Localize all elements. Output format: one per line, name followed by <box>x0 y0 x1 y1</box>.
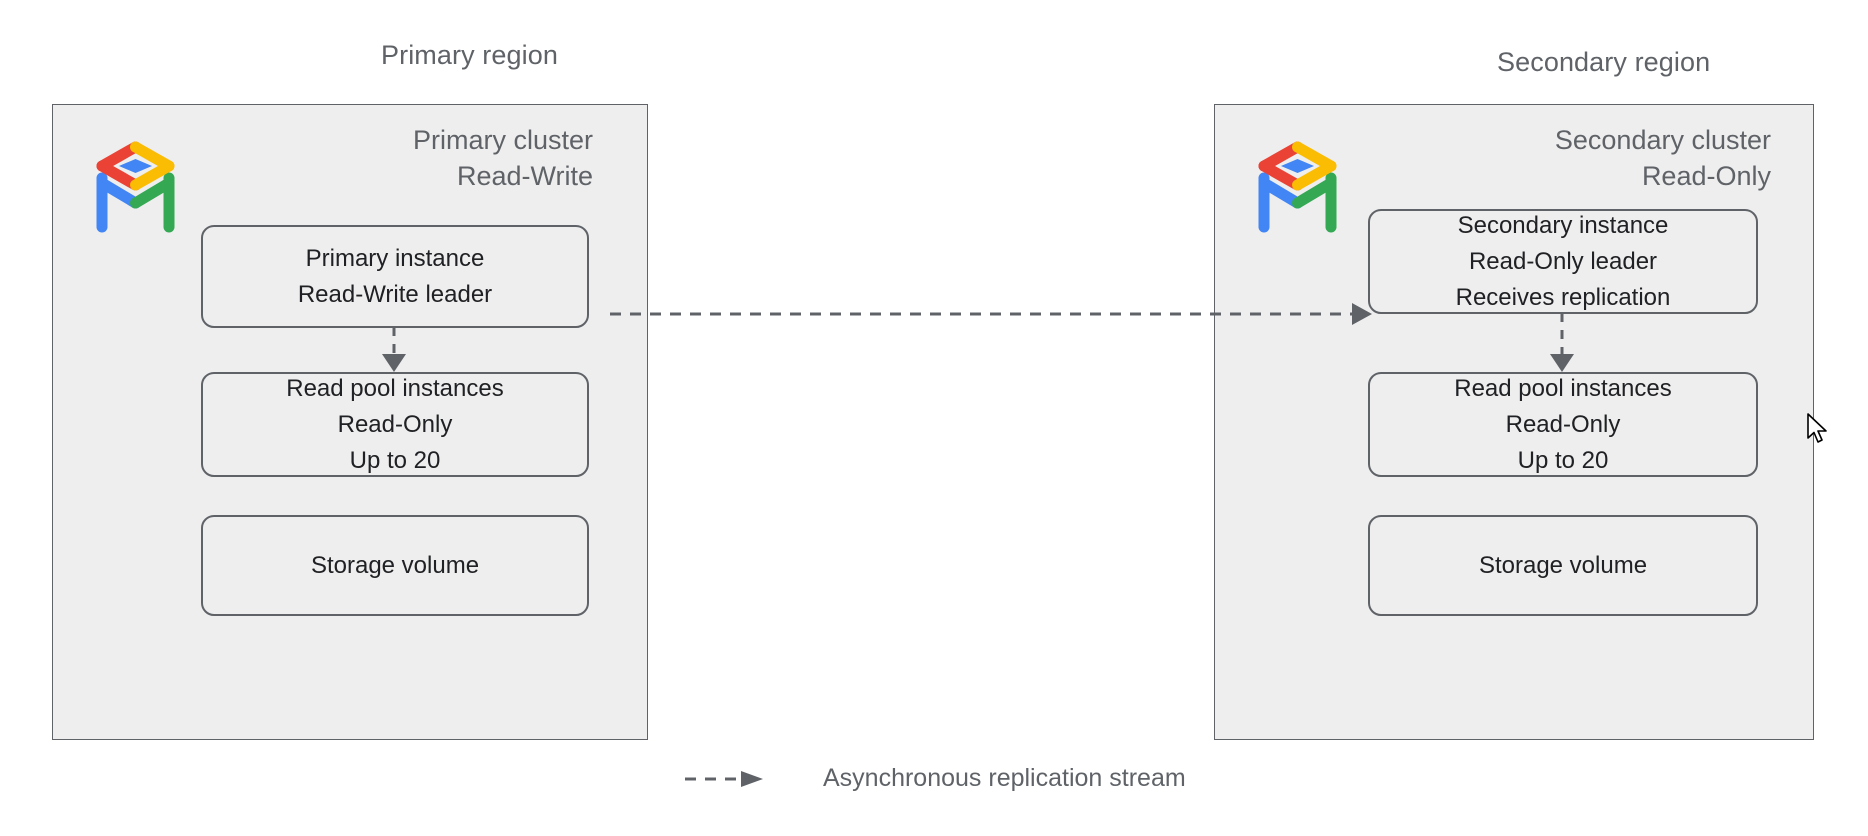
alloydb-logo <box>1258 141 1337 233</box>
cluster-container-primary: Primary cluster Read-Write Primary insta… <box>52 104 648 740</box>
cluster-label-primary: Primary cluster Read-Write <box>412 125 593 191</box>
node-primary-readpool[interactable]: Read pool instances Read-Only Up to 20 <box>201 372 589 477</box>
dashed-arrow-swatch <box>685 770 763 787</box>
legend-label: Asynchronous replication stream <box>823 764 1186 792</box>
node-secondary-readpool[interactable]: Read pool instances Read-Only Up to 20 <box>1368 372 1758 477</box>
region-title-primary: Primary region <box>381 40 558 70</box>
legend: Asynchronous replication stream <box>683 764 1186 793</box>
node-primary-instance[interactable]: Primary instance Read-Write leader <box>201 225 589 328</box>
cluster-container-secondary: Secondary cluster Read-Only Secondary in… <box>1214 104 1814 740</box>
alloydb-logo <box>96 141 175 233</box>
region-title-secondary: Secondary region <box>1497 47 1711 77</box>
mouse-pointer <box>1807 413 1827 443</box>
cluster-label-secondary: Secondary cluster Read-Only <box>1554 125 1771 191</box>
node-primary-storage[interactable]: Storage volume <box>201 515 589 616</box>
node-secondary-storage[interactable]: Storage volume <box>1368 515 1758 616</box>
node-secondary-instance[interactable]: Secondary instance Read-Only leader Rece… <box>1368 209 1758 314</box>
